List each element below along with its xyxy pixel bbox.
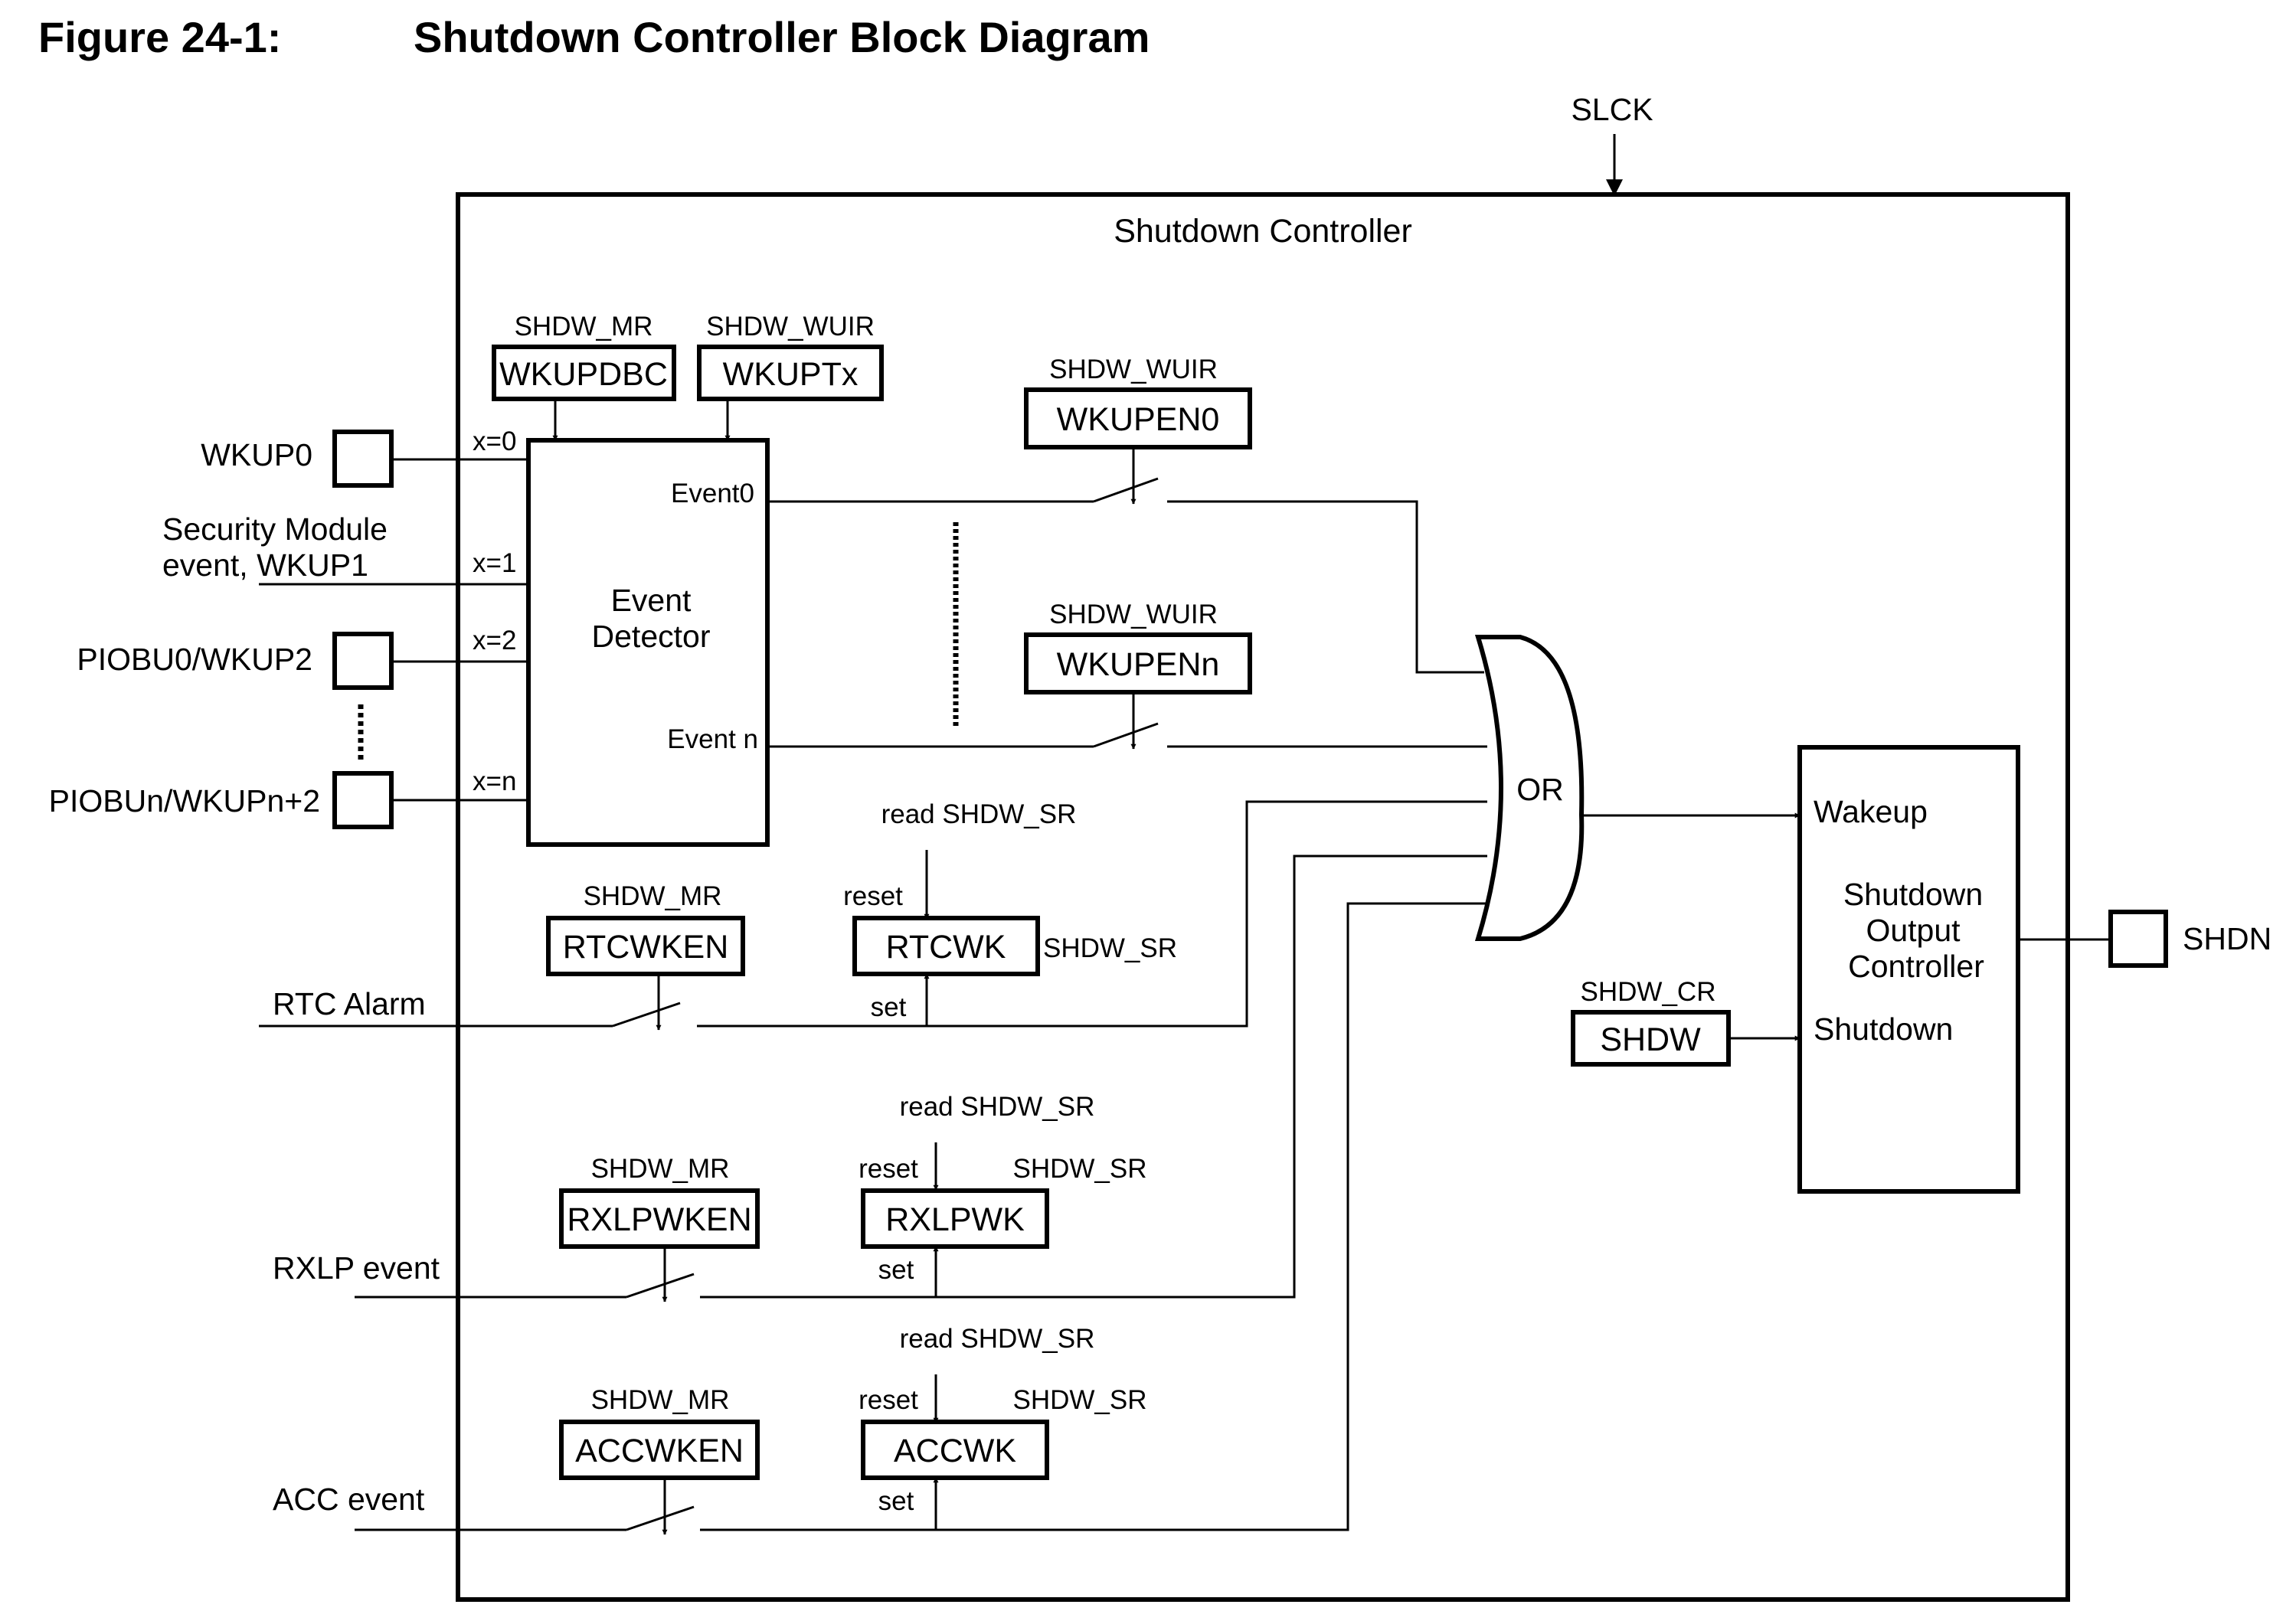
- rxlpwken-text: RXLPWKEN: [567, 1201, 751, 1238]
- wkupdbc-field: [492, 345, 676, 401]
- rxlpwk-text: RXLPWK: [885, 1201, 1025, 1238]
- piobun-pin: [332, 771, 394, 829]
- accwken-text: ACCWKEN: [575, 1433, 744, 1469]
- wkuptx-register-label: SHDW_WUIR: [706, 312, 875, 341]
- wkup0-pin: [332, 430, 394, 488]
- event-detector-line1: Event: [611, 583, 692, 618]
- rtcwken-text: RTCWKEN: [563, 929, 729, 966]
- acc-read-label: read SHDW_SR: [900, 1324, 1095, 1354]
- output-controller-line1: Shutdown: [1843, 877, 1983, 912]
- rxlp-reset-label: reset: [859, 1154, 918, 1184]
- shutdown-input-label: Shutdown: [1814, 1011, 1953, 1047]
- wkupenn-switch: [1093, 722, 1159, 748]
- accwken-register-label: SHDW_MR: [591, 1385, 730, 1415]
- rxlpwken-field: [559, 1188, 760, 1249]
- wkuptx-field: [697, 345, 884, 401]
- shutdown-controller-frame: [456, 192, 2070, 1602]
- event-detector-line2: Detector: [592, 619, 711, 654]
- rtcwk-register-label: SHDW_SR: [1043, 933, 1177, 963]
- wkupen0-text: WKUPEN0: [1057, 401, 1220, 438]
- security-label-line2: event, WKUP1: [162, 547, 368, 583]
- shdn-label: SHDN: [2183, 921, 2271, 956]
- wkup0-label: WKUP0: [201, 437, 312, 472]
- rxlp-event-label: RXLP event: [273, 1250, 440, 1286]
- security-label-line1: Security Module: [162, 511, 388, 547]
- piobun-label: PIOBUn/WKUPn+2: [49, 783, 320, 819]
- wkupenn-text: WKUPENn: [1057, 646, 1220, 683]
- rtcwken-switch: [612, 1002, 681, 1028]
- rtcwk-field: [852, 916, 1040, 976]
- xn-label: x=n: [473, 766, 516, 796]
- accwken-switch: [626, 1505, 695, 1531]
- figure-number: Figure 24-1:: [38, 13, 281, 61]
- acc-event-label: ACC event: [273, 1482, 425, 1517]
- acc-set-label: set: [878, 1486, 914, 1516]
- rxlpwken-switch: [626, 1273, 695, 1299]
- shutdown-output-controller-block: [1797, 745, 2020, 1194]
- wkuptx-text: WKUPTx: [723, 356, 859, 393]
- rxlp-read-label: read SHDW_SR: [900, 1092, 1095, 1122]
- acc-to-or-wire: [700, 902, 1487, 1531]
- accwk-text: ACCWK: [894, 1433, 1016, 1469]
- event0-label: Event0: [671, 479, 754, 508]
- wkupen0-register-label: SHDW_WUIR: [1049, 355, 1218, 384]
- wkupenn-register-label: SHDW_WUIR: [1049, 600, 1218, 629]
- wkupdbc-text: WKUPDBC: [499, 356, 668, 393]
- wakeup-input-label: Wakeup: [1814, 794, 1928, 829]
- output-controller-line2: Output: [1866, 913, 1961, 948]
- x0-label: x=0: [473, 426, 516, 456]
- or-gate: [1474, 635, 1585, 941]
- slck-label: SLCK: [1571, 92, 1653, 127]
- accwk-register-label: SHDW_SR: [1012, 1385, 1146, 1415]
- rtc-to-or-wire: [697, 800, 1487, 1028]
- rxlpwk-register-label: SHDW_SR: [1012, 1154, 1146, 1184]
- rtc-read-label: read SHDW_SR: [881, 799, 1077, 829]
- x1-label: x=1: [473, 548, 516, 578]
- accwk-field: [861, 1420, 1049, 1480]
- wkupdbc-register-label: SHDW_MR: [515, 312, 653, 341]
- output-controller-line3: Controller: [1848, 949, 1984, 984]
- wkupenn-field: [1024, 632, 1252, 694]
- wkupen0-switch: [1093, 477, 1159, 503]
- shdn-pin: [2108, 910, 2168, 968]
- rtc-reset-label: reset: [843, 881, 903, 911]
- event0-to-or-wire: [1167, 500, 1484, 674]
- shdw-field: [1571, 1010, 1731, 1067]
- shdw-register-label: SHDW_CR: [1581, 977, 1716, 1007]
- accwken-field: [559, 1420, 760, 1480]
- rtcwken-field: [546, 916, 745, 976]
- rtc-set-label: set: [871, 992, 907, 1022]
- acc-reset-label: reset: [859, 1385, 918, 1415]
- rtcwk-text: RTCWK: [886, 929, 1006, 966]
- event-detector-block: [526, 438, 770, 847]
- rxlp-to-or-wire: [700, 855, 1487, 1299]
- rtc-alarm-label: RTC Alarm: [273, 986, 426, 1021]
- rtcwken-register-label: SHDW_MR: [584, 881, 722, 911]
- wkupen0-field: [1024, 387, 1252, 449]
- rxlp-set-label: set: [878, 1255, 914, 1285]
- rxlpwk-field: [861, 1188, 1049, 1249]
- x2-label: x=2: [473, 626, 516, 655]
- piobu0-pin: [332, 632, 394, 690]
- figure-title: Shutdown Controller Block Diagram: [414, 13, 1150, 61]
- or-gate-label: OR: [1516, 772, 1564, 807]
- eventn-label: Event n: [667, 724, 758, 754]
- shdw-text: SHDW: [1600, 1021, 1701, 1058]
- rxlpwken-register-label: SHDW_MR: [591, 1154, 730, 1184]
- piobu0-label: PIOBU0/WKUP2: [77, 642, 312, 677]
- controller-title: Shutdown Controller: [1114, 213, 1412, 250]
